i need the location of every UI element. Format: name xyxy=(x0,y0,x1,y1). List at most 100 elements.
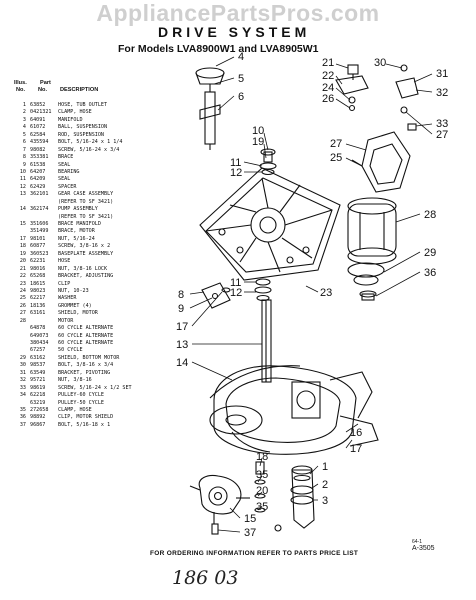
parts-illus-cell: 18 xyxy=(19,243,26,250)
manifold-part xyxy=(290,465,315,529)
gear-case-assembly xyxy=(209,365,379,455)
parts-illus-cell: 17 xyxy=(19,235,26,242)
parts-desc-cell: HOSE xyxy=(58,258,71,265)
parts-part-cell: 353381 xyxy=(30,154,49,161)
parts-illus-cell: 33 xyxy=(19,384,26,391)
parts-desc-cell: 60 CYCLE ALTERNATE xyxy=(58,340,114,346)
parts-part-cell: 98016 xyxy=(30,265,46,272)
parts-illus-cell: 20 xyxy=(19,258,26,265)
parts-part-cell: 98023 xyxy=(30,287,46,294)
parts-part-cell: 64091 xyxy=(30,116,46,123)
parts-desc-cell: NUT, 10-23 xyxy=(58,287,89,294)
col-part-label: Part xyxy=(40,80,51,86)
callout-4: 4 xyxy=(238,51,244,63)
parts-desc-cell: CLAMP, HOSE xyxy=(58,406,92,413)
parts-part-cell: 96867 xyxy=(30,421,46,428)
parts-illus-cell: 29 xyxy=(19,354,26,361)
callout-12b: 12 xyxy=(230,287,242,299)
watermark: AppliancePartsPros.com xyxy=(96,0,380,26)
parts-illus-cell: 25 xyxy=(19,295,26,302)
parts-part-cell: 380434 xyxy=(30,340,49,346)
parts-desc-cell: BASEPLATE ASSEMBLY xyxy=(58,250,114,257)
parts-part-cell: 64878 xyxy=(30,325,46,332)
callout-25: 25 xyxy=(330,152,342,164)
parts-illus-cell: 13 xyxy=(19,191,26,198)
figure-code-top: 64-1 xyxy=(412,539,423,545)
parts-part-cell: 95721 xyxy=(30,377,46,384)
parts-desc-cell: SCREW, 3/8-16 x 2 xyxy=(58,243,111,250)
parts-desc-cell: PUMP ASSEMBLY xyxy=(58,206,98,213)
callout-35a: 35 xyxy=(256,469,268,481)
parts-part-cell: 272658 xyxy=(30,406,49,413)
parts-row: 18 60877 SCREW, 3/8-16 x 2 xyxy=(14,243,190,250)
pump-assembly xyxy=(189,474,250,535)
parts-desc-cell: GEAR CASE ASSEMBLY xyxy=(58,191,114,198)
parts-desc-cell: NUT, 5/16-24 xyxy=(58,235,95,242)
parts-desc-cell: BEARING xyxy=(58,168,80,175)
parts-desc-cell: BRACKET, ADJUSTING xyxy=(58,273,114,280)
callout-23: 23 xyxy=(320,287,332,299)
callout-15: 15 xyxy=(244,513,256,525)
parts-part-cell: 65268 xyxy=(30,273,46,280)
parts-part-cell: 649073 xyxy=(30,332,49,339)
parts-illus-cell: 26 xyxy=(19,302,26,309)
callout-1: 1 xyxy=(322,461,328,473)
parts-part-cell: 61072 xyxy=(30,124,46,131)
parts-row: 2 0421321 CLAMP, HOSE xyxy=(14,109,190,116)
parts-part-cell: 98537 xyxy=(30,362,46,369)
parts-part-cell: 0421321 xyxy=(30,109,52,116)
callout-24: 24 xyxy=(322,82,334,94)
parts-desc-cell: SPACER xyxy=(58,183,77,190)
parts-illus-cell: 8 xyxy=(22,154,26,161)
parts-illus-cell: 36 xyxy=(19,414,26,421)
parts-row: 8 353381 BRACE xyxy=(14,154,190,161)
parts-part-cell: 60877 xyxy=(30,243,46,250)
page-subtitle: For Models LVA8900W1 and LVA8905W1 xyxy=(118,43,319,55)
parts-desc-cell: CLAMP, HOSE xyxy=(58,109,92,116)
parts-desc-cell: GROMMET (4) xyxy=(58,302,92,309)
parts-desc-cell: BOLT, 5/16-24 x 1 1/4 xyxy=(58,139,123,146)
callout-22: 22 xyxy=(322,70,334,82)
parts-desc-cell: NUT, 3/8-16 LOCK xyxy=(58,265,108,272)
parts-part-cell: 62429 xyxy=(30,183,46,190)
callout-8: 8 xyxy=(178,289,184,301)
parts-desc-cell: PULLEY-60 CYCLE xyxy=(58,392,105,399)
callout-5: 5 xyxy=(238,73,244,85)
parts-desc-cell: PULLEY-50 CYCLE xyxy=(58,399,105,406)
parts-illus-cell: 30 xyxy=(19,362,26,369)
col-desc-label: DESCRIPTION xyxy=(60,87,99,93)
col-illus-label: Illus. xyxy=(14,80,27,86)
callout-32: 32 xyxy=(436,87,448,99)
parts-part-cell: 351606 xyxy=(30,221,49,227)
baseplate-assembly xyxy=(199,167,341,281)
parts-illus-cell: 2 xyxy=(22,109,26,116)
parts-part-cell: 98892 xyxy=(30,414,46,421)
parts-desc-cell: 50 CYCLE xyxy=(58,347,83,354)
callout-33: 33 xyxy=(436,118,448,130)
parts-desc-cell: MANIFOLD xyxy=(58,116,83,123)
parts-desc-cell: BRACE xyxy=(58,154,74,161)
motor-part xyxy=(347,197,397,265)
callout-34: 27 xyxy=(436,129,448,141)
callout-10: 10 xyxy=(252,125,264,137)
parts-illus-cell: 19 xyxy=(19,250,26,257)
parts-row: 380434 60 CYCLE ALTERNATE xyxy=(14,340,190,347)
callout-31: 31 xyxy=(436,68,448,80)
